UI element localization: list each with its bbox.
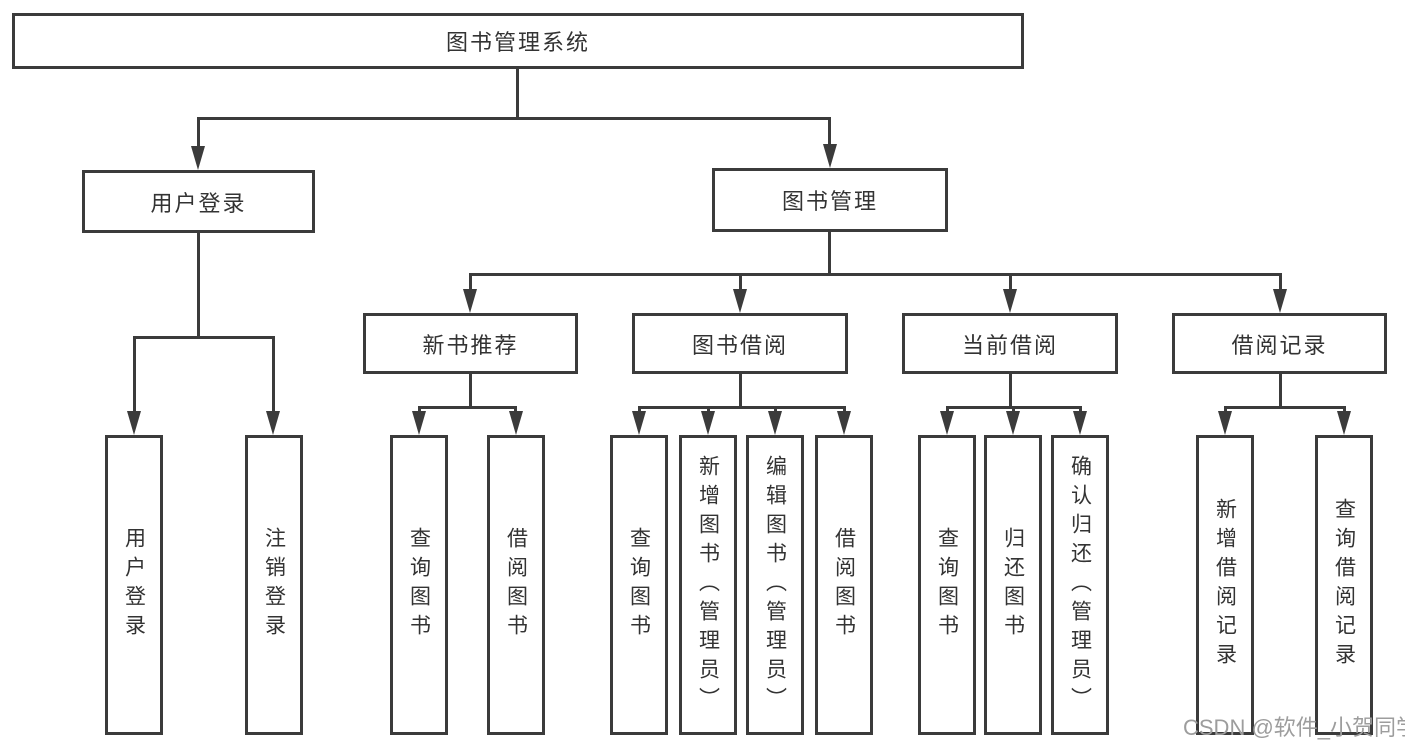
node-current-borrow: 当前借阅 [902,313,1118,374]
connector-arrow [1073,411,1087,435]
connector-line [739,273,742,295]
node-borrow-record-label: 借阅记录 [1231,332,1328,358]
connector-arrow [768,411,782,435]
leaf-user-login-label: 用户登录 [122,527,146,643]
node-new-book-recommend: 新书推荐 [363,313,578,374]
connector-arrow [837,411,851,435]
node-new-book-recommend-label: 新书推荐 [422,332,519,358]
connector-arrow [1273,289,1287,313]
leaf-borrow-book: 借阅图书 [815,435,873,735]
connector-arrow [1003,289,1017,313]
connector-line [1224,406,1346,409]
connector-arrow [701,411,715,435]
leaf-query-borrow-record: 查询借阅记录 [1315,435,1373,735]
connector-line [418,406,517,409]
connector-line [1279,374,1282,406]
node-book-borrow: 图书借阅 [632,313,848,374]
connector-line [469,374,472,406]
connector-arrow [412,411,426,435]
node-book-management: 图书管理 [712,168,948,232]
leaf-add-book-admin: 新增图书（管理员） [679,435,737,735]
connector-arrow [127,411,141,435]
connector-arrow [940,411,954,435]
leaf-borrow-query-book: 查询图书 [610,435,668,735]
leaf-add-borrow-record: 新增借阅记录 [1196,435,1254,735]
connector-line [516,69,519,117]
leaf-confirm-return-admin-label: 确认归还（管理员） [1068,454,1092,716]
connector-line [272,336,275,416]
leaf-add-book-admin-label: 新增图书（管理员） [696,454,720,716]
connector-arrow [823,144,837,168]
leaf-user-login: 用户登录 [105,435,163,735]
connector-line [197,117,831,120]
leaf-logout: 注销登录 [245,435,303,735]
leaf-query-borrow-record-label: 查询借阅记录 [1332,498,1356,672]
node-book-management-label: 图书管理 [781,189,878,214]
leaf-edit-book-admin: 编辑图书（管理员） [746,435,804,735]
connector-line [828,117,831,150]
connector-line [133,336,136,416]
connector-arrow [733,289,747,313]
node-book-borrow-label: 图书借阅 [691,332,788,358]
connector-line [469,273,1282,276]
leaf-borrow-book-label: 借阅图书 [832,527,856,643]
connector-line [739,374,742,406]
leaf-return-book-label: 归还图书 [1001,527,1025,643]
node-borrow-record: 借阅记录 [1172,313,1387,374]
leaf-recommend-borrow-book: 借阅图书 [487,435,545,735]
node-root: 图书管理系统 [12,13,1024,69]
connector-arrow [1218,411,1232,435]
leaf-recommend-query-book-label: 查询图书 [407,527,431,643]
connector-arrow [266,411,280,435]
leaf-edit-book-admin-label: 编辑图书（管理员） [763,454,787,716]
node-current-borrow-label: 当前借阅 [961,332,1058,358]
leaf-add-borrow-record-label: 新增借阅记录 [1213,498,1237,672]
connector-line [197,233,200,336]
leaf-recommend-borrow-book-label: 借阅图书 [504,527,528,643]
connector-arrow [191,146,205,170]
node-root-label: 图书管理系统 [445,30,590,55]
connector-arrow [632,411,646,435]
leaf-logout-label: 注销登录 [262,527,286,643]
connector-line [828,232,831,273]
node-user-login: 用户登录 [82,170,315,233]
connector-arrow [509,411,523,435]
connector-arrow [1006,411,1020,435]
connector-arrow [463,289,477,313]
connector-arrow [1337,411,1351,435]
connector-line [469,273,472,295]
leaf-current-query-book-label: 查询图书 [935,527,959,643]
connector-line [638,406,846,409]
leaf-return-book: 归还图书 [984,435,1042,735]
connector-line [1009,273,1012,295]
connector-line [133,336,274,339]
connector-line [197,117,200,152]
connector-line [1279,273,1282,295]
node-user-login-label: 用户登录 [150,190,247,216]
leaf-confirm-return-admin: 确认归还（管理员） [1051,435,1109,735]
leaf-borrow-query-book-label: 查询图书 [627,527,651,643]
connector-line [1009,374,1012,406]
leaf-current-query-book: 查询图书 [918,435,976,735]
leaf-recommend-query-book: 查询图书 [390,435,448,735]
csdn-watermark: CSDN @软件_小贺同学 [1183,715,1405,740]
